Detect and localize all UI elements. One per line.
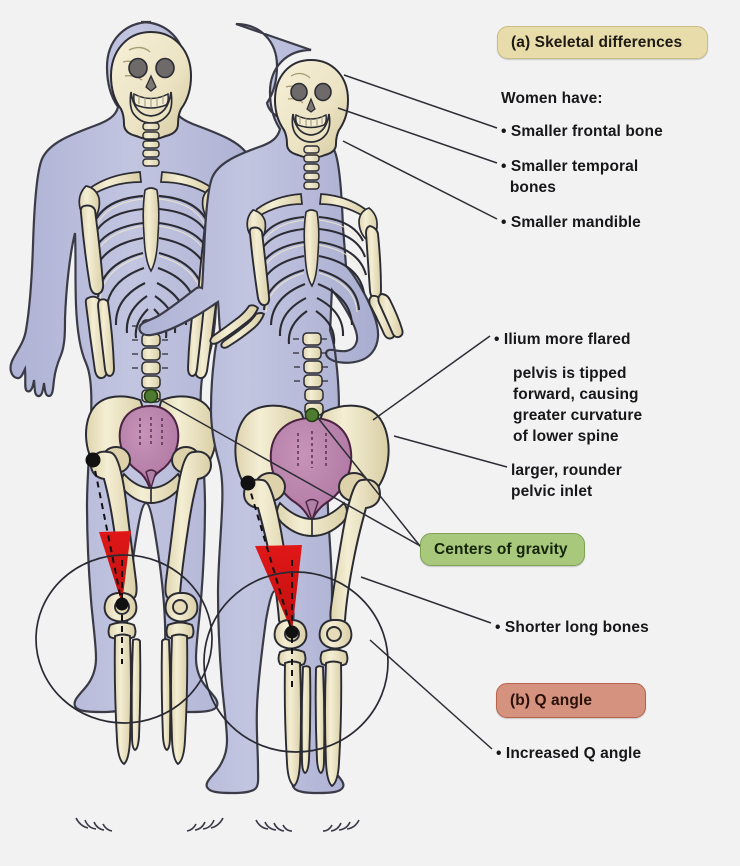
- male-center-of-gravity-marker: [143, 388, 159, 404]
- male-q-angle-construct: [35, 452, 213, 724]
- male-asis-marker: [85, 452, 101, 468]
- leader-lines: [156, 74, 508, 750]
- annotation-shorter-long-bones: • Shorter long bones: [495, 619, 649, 636]
- female-lower-leg-bones: [283, 660, 343, 788]
- female-asis-to-patella-line: [247, 482, 293, 633]
- female-mandible: [291, 113, 331, 143]
- male-cervical-spine: [142, 122, 160, 167]
- male-sternum: [142, 187, 160, 273]
- leader-pelvic-inlet: [393, 435, 508, 468]
- leader-cog-female: [317, 417, 425, 552]
- badge-q-angle: (b) Q angle: [496, 683, 646, 718]
- badge-q-angle-label: (b) Q angle: [510, 691, 593, 709]
- leader-ilium-flared: [372, 335, 491, 421]
- badge-skeletal-differences: (a) Skeletal differences: [497, 26, 708, 59]
- leader-mandible: [342, 140, 498, 220]
- female-cervical-spine: [303, 145, 320, 190]
- female-left-arm-bones: [209, 226, 271, 349]
- annotation-pelvis-tipped-forward: pelvis is tipped forward, causing greate…: [513, 365, 643, 445]
- male-feet: [75, 817, 224, 832]
- annotation-smaller-mandible: • Smaller mandible: [501, 214, 641, 231]
- female-skull: [273, 58, 350, 160]
- leader-temporal-bones: [337, 107, 498, 164]
- male-skull: [109, 30, 193, 142]
- male-asis-to-patella-line: [92, 459, 123, 605]
- annotation-smaller-temporal-bones: • Smaller temporal bones: [501, 158, 639, 196]
- male-q-angle-circle: [35, 554, 213, 724]
- badge-cog-label: Centers of gravity: [434, 540, 568, 558]
- male-lower-leg-bones: [113, 633, 189, 766]
- badge-centers-of-gravity: Centers of gravity: [420, 533, 585, 566]
- female-q-angle-circle: [203, 571, 389, 753]
- annotation-intro: Women have:: [501, 90, 603, 107]
- leader-cog-male: [156, 397, 425, 549]
- annotation-smaller-frontal-bone: • Smaller frontal bone: [501, 123, 663, 140]
- female-asis-marker: [240, 475, 256, 491]
- female-sternum: [303, 209, 320, 288]
- female-right-arm-bones: [365, 225, 404, 340]
- annotation-ilium-more-flared: • Ilium more flared: [494, 331, 631, 348]
- female-center-of-gravity-marker: [304, 407, 320, 423]
- female-rib-cage: [255, 215, 368, 345]
- leader-frontal-bone: [343, 74, 498, 129]
- annotation-larger-rounder-pelvic-inlet: larger, rounder pelvic inlet: [511, 462, 622, 500]
- female-patella-marker: [285, 625, 299, 639]
- male-pelvic-inlet: [118, 404, 180, 489]
- annotation-increased-q-angle: • Increased Q angle: [496, 745, 642, 762]
- leader-shorter-long-bones: [360, 576, 492, 624]
- badge-skeletal-label: (a) Skeletal differences: [511, 33, 683, 51]
- female-q-angle-construct: [203, 475, 389, 753]
- female-feet: [255, 819, 360, 832]
- female-q-angle-wedge: [255, 545, 302, 632]
- leader-increased-q-angle: [369, 639, 493, 750]
- male-patella-marker: [115, 597, 129, 611]
- female-lumbar-spine: [293, 332, 328, 416]
